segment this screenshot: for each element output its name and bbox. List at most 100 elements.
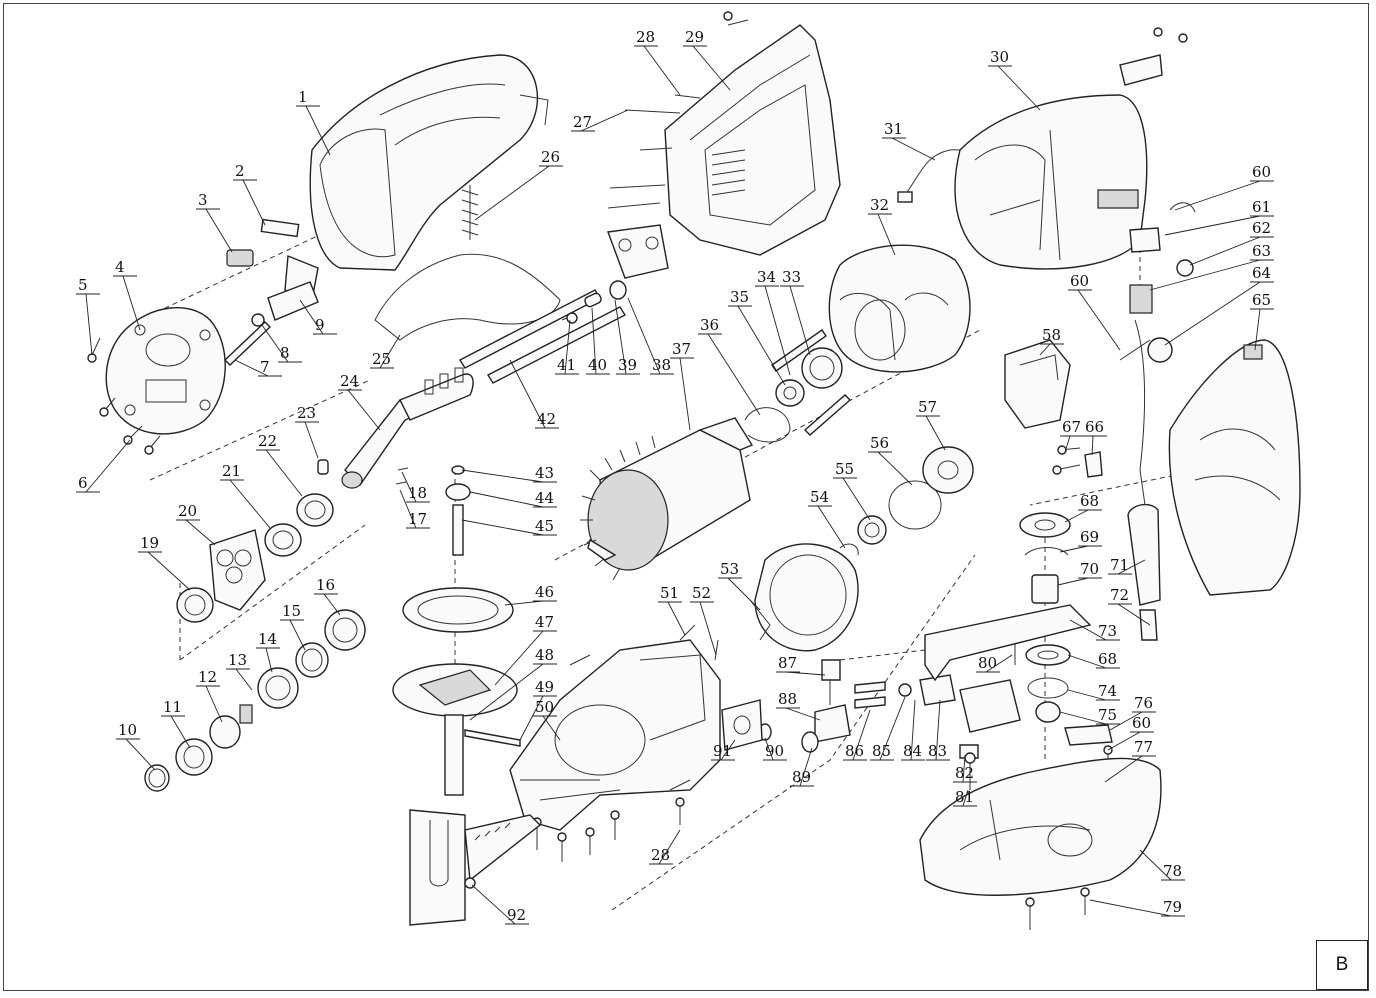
leader-line-p20 xyxy=(185,519,216,546)
part-number-label: 86 xyxy=(845,742,864,760)
part-number-label: 53 xyxy=(720,560,739,578)
part-number-label: 27 xyxy=(573,113,592,131)
motor-housing-part xyxy=(954,94,1148,270)
leader-line-p19 xyxy=(147,551,191,591)
part-number-label: 87 xyxy=(778,654,797,672)
leader-line-p30 xyxy=(997,65,1041,111)
plunger-rod-part xyxy=(341,367,474,489)
leader-line-p21 xyxy=(229,479,271,529)
part-number-label: 9 xyxy=(315,316,325,334)
leader-line-p60c xyxy=(1107,731,1141,751)
part-number-label: 50 xyxy=(535,698,554,716)
leader-line-p71 xyxy=(1117,559,1146,575)
part-number-label: 49 xyxy=(535,678,554,696)
leader-line-p37 xyxy=(679,357,691,431)
leader-line-p25 xyxy=(379,334,401,369)
drawing-frame xyxy=(3,3,1369,991)
part-number-label: 78 xyxy=(1163,862,1182,880)
part-number-label: 63 xyxy=(1252,242,1271,260)
part-number-label: 32 xyxy=(870,196,889,214)
leader-line-p26 xyxy=(474,165,550,221)
part-number-label: 83 xyxy=(928,742,947,760)
leader-line-p50 xyxy=(542,715,561,741)
leader-line-p33 xyxy=(789,285,811,356)
leader-line-p66 xyxy=(1091,435,1094,456)
part-number-label: 48 xyxy=(535,646,554,664)
leader-line-p52 xyxy=(699,601,717,656)
leader-line-p70 xyxy=(1057,577,1089,586)
part-number-label: 42 xyxy=(537,410,556,428)
part-number-label: 12 xyxy=(198,668,217,686)
part-number-label: 38 xyxy=(652,356,671,374)
part-number-label: 67 xyxy=(1062,418,1081,436)
switch-linkage-parts xyxy=(854,674,1021,733)
leader-line-p47 xyxy=(494,630,544,686)
part-number-label: 84 xyxy=(903,742,922,760)
part-number-label: 76 xyxy=(1134,694,1153,712)
leader-line-p41 xyxy=(564,319,571,375)
leader-line-p51 xyxy=(667,601,686,636)
part-number-label: 60 xyxy=(1132,714,1151,732)
leader-line-p39 xyxy=(614,299,627,375)
part-number-label: 68 xyxy=(1080,492,1099,510)
part-number-label: 24 xyxy=(340,372,359,390)
sheet-letter: B xyxy=(1335,954,1349,975)
leader-line-p69 xyxy=(1059,545,1089,553)
leader-line-p15 xyxy=(289,619,306,651)
part-number-label: 82 xyxy=(955,764,974,782)
pins-small-parts xyxy=(317,459,409,485)
leader-line-p3 xyxy=(205,208,233,253)
leader-line-p89 xyxy=(799,747,813,787)
trigger-screw-parts xyxy=(959,640,1016,790)
gasket-wire-part xyxy=(374,185,561,341)
brush-and-plate-parts xyxy=(226,218,319,321)
part-number-label: 5 xyxy=(78,276,88,294)
end-plate-part xyxy=(105,307,226,435)
trigger-switch-part xyxy=(1004,339,1071,429)
part-number-label: 18 xyxy=(408,484,427,502)
part-number-label: 64 xyxy=(1252,264,1271,282)
part-number-label: 90 xyxy=(765,742,784,760)
part-number-label: 73 xyxy=(1098,622,1117,640)
part-number-label: 77 xyxy=(1134,738,1153,756)
trigger-stack-parts xyxy=(924,512,1092,723)
rear-bearing-parts xyxy=(839,446,974,556)
part-number-label: 89 xyxy=(792,768,811,786)
leader-line-p81 xyxy=(962,789,969,807)
shoe-part xyxy=(409,809,542,926)
fan-baffle-part xyxy=(749,543,859,652)
leader-line-p65 xyxy=(1254,308,1261,351)
leader-line-p7 xyxy=(234,359,269,377)
part-number-label: 33 xyxy=(782,268,801,286)
leader-line-p40 xyxy=(591,307,597,375)
part-number-label: 2 xyxy=(235,162,245,180)
leader-line-p18 xyxy=(401,471,417,503)
power-cord-part xyxy=(1119,319,1161,641)
leader-line-p91 xyxy=(720,739,736,761)
leader-line-p35 xyxy=(737,305,786,386)
part-number-label: 74 xyxy=(1098,682,1117,700)
leader-line-p61 xyxy=(1164,215,1261,236)
leader-line-p54 xyxy=(817,505,846,549)
left-shell-housing-part xyxy=(607,11,841,256)
part-number-label: 36 xyxy=(700,316,719,334)
leader-line-p72 xyxy=(1117,603,1151,626)
leader-line-p22 xyxy=(265,449,303,497)
leader-line-p10 xyxy=(125,738,156,771)
part-number-label: 20 xyxy=(178,502,197,520)
part-number-label: 28 xyxy=(636,28,655,46)
part-number-label: 56 xyxy=(870,434,889,452)
leader-line-p68b xyxy=(1067,654,1107,669)
part-number-label: 29 xyxy=(685,28,704,46)
part-number-label: 62 xyxy=(1252,219,1271,237)
leader-line-p12 xyxy=(205,685,223,723)
leader-line-p34 xyxy=(764,285,791,376)
switch-assembly-parts xyxy=(1119,27,1196,363)
leader-line-p28a xyxy=(643,45,681,96)
part-number-label: 28 xyxy=(651,846,670,864)
part-number-label: 43 xyxy=(535,464,554,482)
part-number-label: 35 xyxy=(730,288,749,306)
part-number-label: 47 xyxy=(535,613,554,631)
